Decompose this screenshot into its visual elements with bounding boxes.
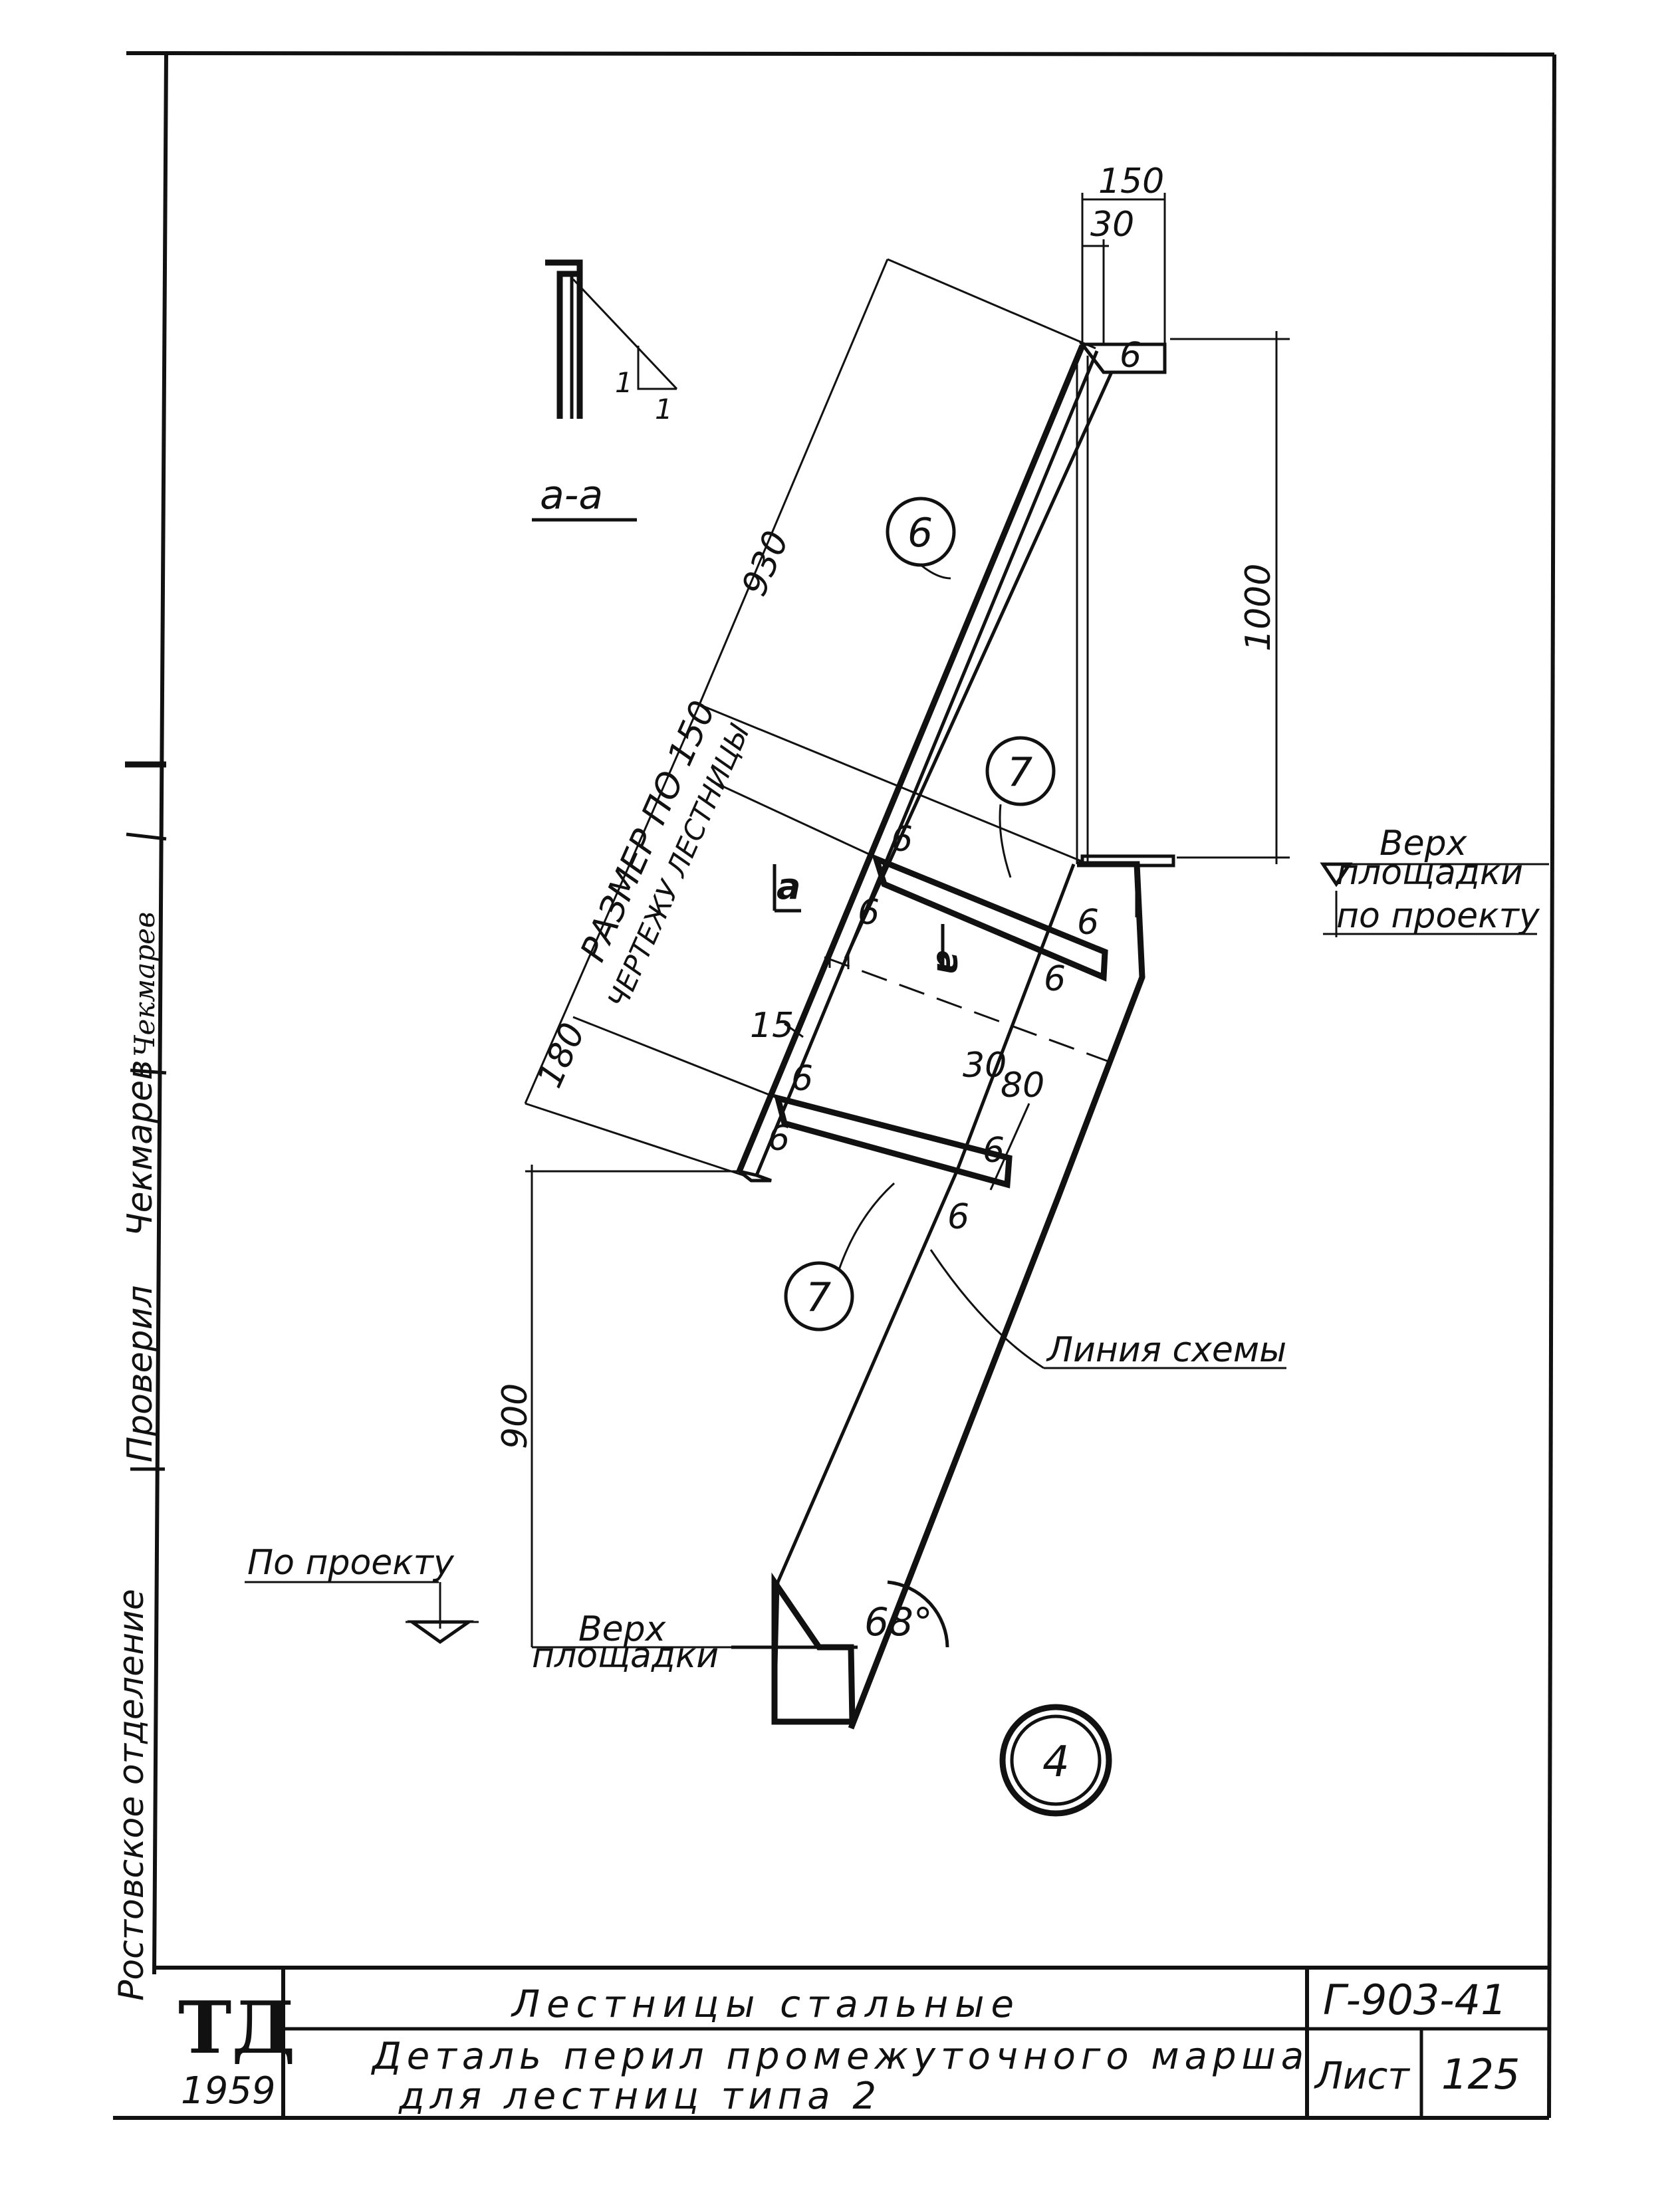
verkh-bottom-1: Верх [578, 1609, 667, 1649]
section-aa-title: a-a [540, 472, 603, 519]
verkh-bottom-2: площадки [532, 1636, 719, 1676]
dim-30-mid: 30 [963, 1046, 1007, 1086]
sheet-label: Лист [1314, 2055, 1410, 2098]
dim-30-top: 30 [1090, 205, 1134, 245]
weld-label: 6 [1077, 903, 1099, 943]
dim-150-top: 150 [1098, 162, 1164, 201]
po-proektu-left: По проекту [247, 1543, 455, 1583]
weld-label: 6 [1120, 336, 1141, 376]
angle-68: 68° [864, 1599, 933, 1645]
level-markers: Верх площадки по проекту По проекту Верх… [245, 824, 1549, 1676]
logo: ТД [178, 1986, 295, 2070]
title-line-2: Деталь перил промежуточного марша [370, 2035, 1309, 2078]
section-cut-marks: a a [773, 864, 971, 975]
section-aa-sketch: 1 1 a-a [532, 259, 678, 522]
callout-7-bottom: 7 [806, 1274, 831, 1321]
verkh-top-2: площадки [1336, 853, 1523, 893]
verkh-top-1: Верх [1380, 824, 1468, 864]
handrail-assembly [731, 342, 1175, 1730]
weld-label: 6 [858, 893, 880, 933]
dim-80: 80 [1001, 1066, 1044, 1105]
title-block: ТД 1959 Лестницы стальные Деталь перил п… [153, 1966, 1549, 2118]
title-line-3: для лестниц типа 2 [398, 2075, 882, 2118]
weld-label: 6 [791, 1059, 813, 1099]
weld-label: 6 [1044, 959, 1066, 999]
year: 1959 [181, 2069, 276, 2113]
side-org-label: Ростовское отделение [112, 1589, 152, 2001]
dim-900: 900 [495, 1383, 535, 1449]
weld-label: 6 [983, 1131, 1005, 1171]
section-mark-right: a [929, 951, 971, 975]
sheet-number: 125 [1441, 2050, 1520, 2099]
detail-number: 4 [1042, 1738, 1070, 1787]
drawing-code: Г-903-41 [1323, 1976, 1507, 2024]
linia-skhemy: Линия схемы [1046, 1330, 1286, 1370]
po-proektu-right: по проекту [1336, 896, 1540, 936]
dim-180: 180 [530, 1017, 593, 1094]
section-mark-left: a [777, 865, 800, 907]
callouts: 6 7 7 4 [784, 497, 1112, 1817]
dim-930: 930 [735, 525, 797, 602]
side-checked-name: Чекмарев [120, 1060, 160, 1236]
weld-label: 6 [768, 1119, 790, 1159]
callout-7-top: 7 [1007, 749, 1032, 796]
weld-label: 6 [947, 1197, 969, 1237]
title-line-1: Лестницы стальные [511, 1983, 1020, 2026]
dim-1000: 1000 [1239, 564, 1278, 651]
side-signature: Чекмарев [128, 912, 161, 1057]
slope-mark-1: 1 [615, 366, 633, 399]
weld-label: 6 [891, 820, 913, 860]
side-strip: Ростовское отделение Проверил Чекмарев Ч… [112, 761, 167, 2001]
side-checked-label: Проверил [120, 1285, 160, 1462]
slope-mark-2: 1 [655, 393, 673, 425]
callout-6: 6 [907, 510, 933, 556]
drawing-frame [113, 51, 1556, 2120]
weld-labels: 6 6 6 6 6 6 6 6 6 6 6 [768, 336, 1141, 1237]
